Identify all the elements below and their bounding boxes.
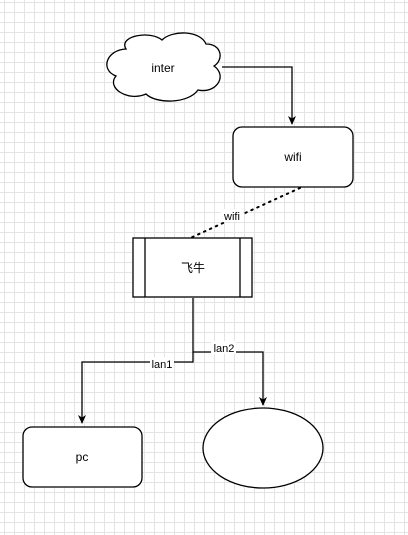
edge-label-lan1: lan1 — [152, 359, 173, 371]
node-label-router: 飞牛 — [181, 260, 205, 275]
edge-wifi-to-router[interactable]: wifi — [187, 187, 301, 240]
node-wifi[interactable]: wifi — [232, 126, 354, 188]
edge-router-to-ellipse[interactable]: lan2 — [193, 341, 267, 406]
edge-internet-to-wifi[interactable] — [222, 66, 296, 125]
edge-label-wifi: wifi — [223, 211, 240, 223]
node-pc[interactable]: pc — [22, 426, 143, 488]
node-internet-cloud[interactable]: inter — [106, 32, 221, 102]
node-ellipse[interactable] — [202, 407, 324, 489]
edge-router-to-pc[interactable]: lan1 — [78, 298, 194, 424]
node-label-pc: pc — [76, 450, 89, 464]
node-label-internet: inter — [151, 61, 174, 75]
edge-label-lan2: lan2 — [214, 343, 235, 355]
node-router[interactable]: 飞牛 — [132, 237, 253, 298]
node-label-wifi: wifi — [283, 150, 301, 164]
